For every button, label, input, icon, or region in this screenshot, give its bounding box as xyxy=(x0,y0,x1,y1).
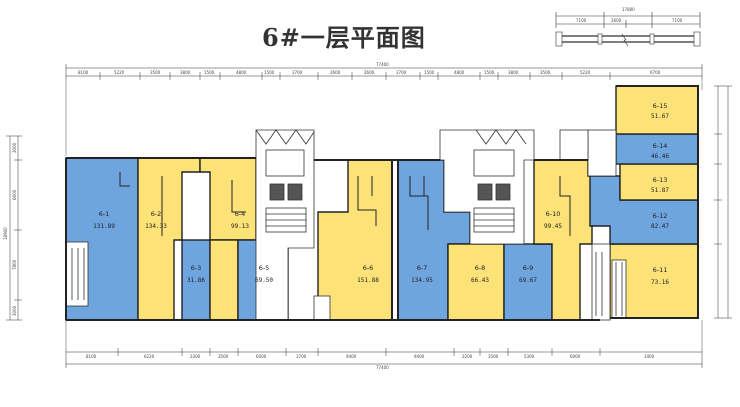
unit-area: 51.87 xyxy=(651,187,669,194)
unit-area: 69.50 xyxy=(255,277,273,284)
unit-area: 69.67 xyxy=(519,277,537,284)
dim-label: 5220 xyxy=(114,70,125,75)
core-east xyxy=(559,129,627,321)
west-stair xyxy=(65,241,89,307)
inset-dim-labels: 17800 7100 2600 7100 xyxy=(576,7,683,23)
dim-label: 9400 xyxy=(346,354,357,359)
dim-label: 5220 xyxy=(580,70,591,75)
core-right xyxy=(439,129,535,245)
inset-dim: 7100 xyxy=(672,18,683,23)
unit-area: 151.88 xyxy=(357,277,379,284)
inset-key-diagram xyxy=(555,12,701,47)
left-dimension-labels: 18900 3000 6600 7800 3000 xyxy=(3,142,17,316)
dim-label: 1500 xyxy=(204,70,215,75)
dim-label: 3700 xyxy=(296,354,307,359)
dim-label: 5300 xyxy=(524,354,535,359)
unit-area: 51.67 xyxy=(651,113,669,120)
dim-total: 77400 xyxy=(376,365,389,370)
dim-label: 3700 xyxy=(396,70,407,75)
unit-label: 6-6 xyxy=(363,264,374,272)
unit-area: 134.33 xyxy=(145,223,167,230)
dim-label: 3300 xyxy=(190,354,201,359)
unit-labels: 6-1 131.89 6-2 134.33 6-3 31.86 6-4 99.1… xyxy=(93,102,669,286)
dim-label: 3000 xyxy=(12,305,17,316)
dim-label: 3000 xyxy=(12,142,17,153)
dim-label: 1500 xyxy=(264,70,275,75)
unit-area: 31.86 xyxy=(187,277,205,284)
unit-label: 6-5 xyxy=(259,264,270,272)
right-dimension-lines xyxy=(714,85,732,319)
unit-6-14 xyxy=(615,133,699,165)
bottom-dimension-lines xyxy=(65,348,703,368)
dim-label: 7800 xyxy=(12,259,17,270)
dim-label: 6600 xyxy=(12,189,17,200)
dim-label: 2600 xyxy=(364,70,375,75)
partitions xyxy=(119,172,571,236)
inset-dim: 2600 xyxy=(611,18,622,23)
unit-6-9 xyxy=(503,243,553,321)
top-dimension-labels: 77400 8100 5220 3500 3800 1500 4800 1500… xyxy=(78,62,661,75)
dim-label: 3400 xyxy=(644,354,655,359)
unit-label: 6-11 xyxy=(653,266,668,274)
dim-label: 6000 xyxy=(256,354,267,359)
unit-label: 6-3 xyxy=(191,264,202,272)
dim-label: 4800 xyxy=(454,70,465,75)
unit-label: 6-14 xyxy=(653,142,668,150)
unit-label: 6-12 xyxy=(653,212,668,220)
unit-area: 66.43 xyxy=(471,277,489,284)
unit-label: 6-4 xyxy=(235,210,246,218)
unit-area: 73.16 xyxy=(651,279,669,286)
dim-label: 8100 xyxy=(86,354,97,359)
dim-label: 2600 xyxy=(330,70,341,75)
dim-label: 3800 xyxy=(180,70,191,75)
dim-total: 18900 xyxy=(3,227,8,240)
inset-dim: 7100 xyxy=(576,18,587,23)
dim-label: 6220 xyxy=(144,354,155,359)
unit-label: 6-15 xyxy=(653,102,668,110)
unit-label: 6-1 xyxy=(99,210,110,218)
unit-label: 6-8 xyxy=(475,264,486,272)
dim-label: 9400 xyxy=(414,354,425,359)
dim-label: 8100 xyxy=(78,70,89,75)
dim-label: 3500 xyxy=(150,70,161,75)
outer-walls xyxy=(65,85,699,321)
axis-ticks xyxy=(65,80,703,348)
dim-label: 3500 xyxy=(218,354,229,359)
page-title: 6#一层平面图 xyxy=(262,23,426,52)
dim-label: 6000 xyxy=(570,354,581,359)
dim-label: 3200 xyxy=(462,354,473,359)
dim-label: 1500 xyxy=(424,70,435,75)
unit-label: 6-2 xyxy=(151,210,162,218)
unit-area: 46.46 xyxy=(651,153,669,160)
top-dimension-lines xyxy=(65,64,703,80)
unit-area: 99.13 xyxy=(231,223,249,230)
dim-label: 3700 xyxy=(292,70,303,75)
dim-label: 3800 xyxy=(508,70,519,75)
unit-6-15 xyxy=(615,85,699,135)
dim-label: 3500 xyxy=(540,70,551,75)
unit-label: 6-7 xyxy=(417,264,428,272)
dim-label: 6700 xyxy=(650,70,661,75)
bottom-dimension-labels: 8100 6220 3300 3500 6000 3700 9400 9400 … xyxy=(86,354,655,370)
inset-dim: 17800 xyxy=(622,7,635,12)
dim-label: 1500 xyxy=(484,70,495,75)
unit-area: 82.47 xyxy=(651,223,669,230)
unit-area: 99.45 xyxy=(544,223,562,230)
dim-label: 4800 xyxy=(236,70,247,75)
unit-label: 6-13 xyxy=(653,176,668,184)
dim-label: 3500 xyxy=(488,354,499,359)
unit-area: 134.95 xyxy=(411,277,433,284)
left-dimension-lines xyxy=(6,135,22,321)
unit-6-4-annex xyxy=(209,239,239,321)
unit-label: 6-9 xyxy=(523,264,534,272)
unit-label: 6-10 xyxy=(546,210,561,218)
unit-area: 131.89 xyxy=(93,223,115,230)
dim-total: 77400 xyxy=(376,62,389,67)
